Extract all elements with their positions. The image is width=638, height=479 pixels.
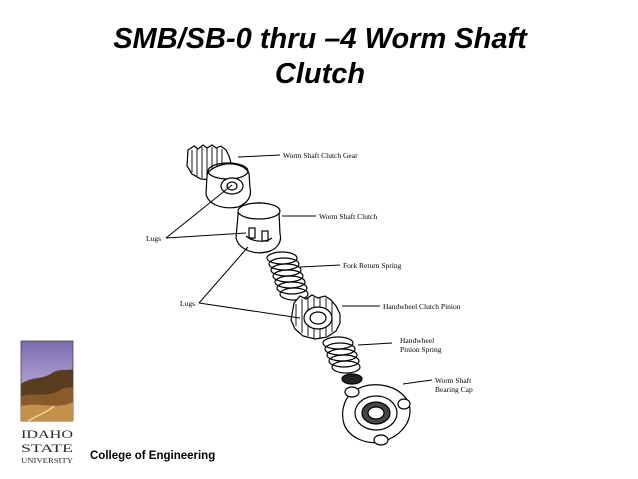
label-worm-shaft-bearing-cap-line1: Worm Shaft: [435, 376, 472, 385]
fork-return-spring: [266, 251, 309, 301]
slide-title-line1: SMB/SB-0 thru –4 Worm Shaft: [113, 23, 527, 55]
label-handwheel-clutch-pinion: Handwheel Clutch Pinion: [383, 302, 461, 311]
college-of-engineering-label: College of Engineering: [90, 450, 216, 462]
logo-word-university: UNIVERSITY: [21, 457, 73, 465]
idaho-state-university-logo: IDAHO STATE UNIVERSITY: [18, 340, 76, 468]
worm-shaft-bearing-cap: [341, 373, 411, 446]
slide-title-line2: Clutch: [274, 58, 366, 90]
logo-landscape-image: IDAHO STATE UNIVERSITY: [20, 340, 73, 465]
worm-shaft-clutch-gear: [186, 144, 252, 209]
label-worm-shaft-clutch-gear: Worm Shaft Clutch Gear: [283, 151, 358, 160]
label-worm-shaft-bearing-cap-line2: Bearing Cap: [435, 385, 473, 394]
leader-lines: [165, 154, 433, 385]
label-lugs-lower: Lugs: [180, 299, 195, 308]
label-worm-shaft-clutch: Worm Shaft Clutch: [319, 212, 377, 221]
slide-title: SMB/SB-0 thru –4 Worm Shaft Clutch: [60, 22, 580, 92]
logo-word-state: STATE: [21, 441, 73, 455]
label-fork-return-spring: Fork Return Spring: [343, 261, 402, 270]
label-handwheel-pinion-spring-line2: Pinion Spring: [400, 345, 442, 354]
worm-shaft-clutch: [235, 202, 282, 254]
label-handwheel-pinion-spring-line1: Handwheel: [400, 336, 434, 345]
label-lugs-upper: Lugs: [146, 234, 161, 243]
handwheel-pinion-spring: [322, 336, 361, 374]
handwheel-clutch-pinion: [290, 294, 341, 340]
logo-word-idaho: IDAHO: [21, 427, 73, 441]
